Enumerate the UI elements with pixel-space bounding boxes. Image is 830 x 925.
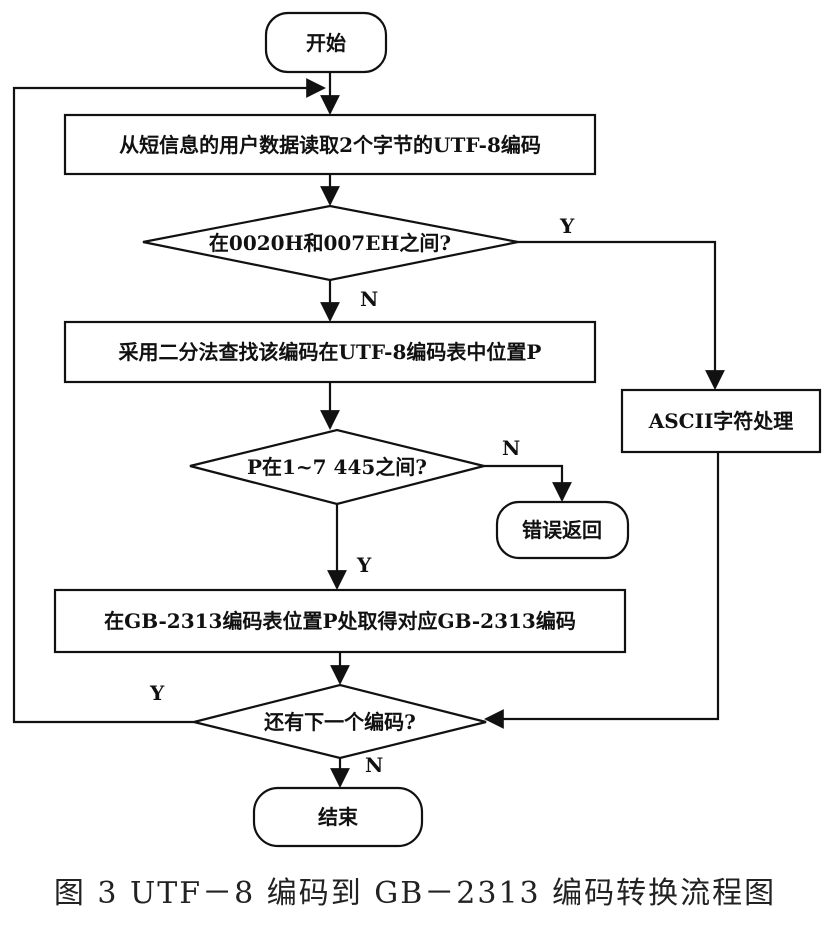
node-read: 从短信息的用户数据读取2个字节的UTF-8编码	[63, 113, 597, 176]
node-error: 错误返回	[495, 500, 630, 560]
node-check-range: P在1~7 445之间?	[189, 428, 485, 506]
node-end: 结束	[252, 786, 424, 848]
label-has-next-yes: Y	[149, 681, 165, 705]
node-start: 开始	[264, 11, 388, 74]
label-check-ascii-no: N	[360, 287, 378, 311]
edge-has-next-yes-loop	[12, 78, 326, 724]
node-check-ascii: 在0020H和007EH之间?	[142, 204, 519, 282]
label-check-range-no: N	[502, 436, 520, 460]
node-search-label: 采用二分法查找该编码在UTF-8编码表中位置P	[119, 340, 542, 364]
edges	[12, 72, 725, 788]
flowchart: 开始 从短信息的用户数据读取2个字节的UTF-8编码 在0020H和007EH之…	[12, 11, 822, 848]
edge-check-range-no	[484, 464, 572, 502]
label-check-range-yes: Y	[356, 553, 372, 577]
node-has-next-label: 还有下一个编码?	[263, 710, 416, 734]
node-check-ascii-label: 在0020H和007EH之间?	[209, 231, 451, 255]
node-read-label: 从短信息的用户数据读取2个字节的UTF-8编码	[119, 133, 541, 157]
node-end-label: 结束	[318, 805, 359, 829]
node-check-range-label: P在1~7 445之间?	[247, 455, 427, 479]
node-has-next: 还有下一个编码?	[193, 683, 487, 760]
node-ascii-label: ASCII字符处理	[648, 409, 794, 433]
label-check-ascii-yes: Y	[559, 214, 575, 238]
figure-caption: 图 3 UTF－8 编码到 GB－2313 编码转换流程图	[53, 876, 777, 911]
edge-check-ascii-yes	[518, 240, 725, 390]
node-ascii: ASCII字符处理	[620, 388, 822, 454]
node-start-label: 开始	[306, 31, 346, 55]
node-error-label: 错误返回	[522, 518, 602, 542]
node-search: 采用二分法查找该编码在UTF-8编码表中位置P	[63, 320, 597, 384]
node-fetch: 在GB-2313编码表位置P处取得对应GB-2313编码	[53, 588, 627, 654]
node-fetch-label: 在GB-2313编码表位置P处取得对应GB-2313编码	[104, 609, 576, 633]
label-has-next-no: N	[365, 753, 383, 777]
edge-ascii-to-has-next	[484, 452, 720, 729]
